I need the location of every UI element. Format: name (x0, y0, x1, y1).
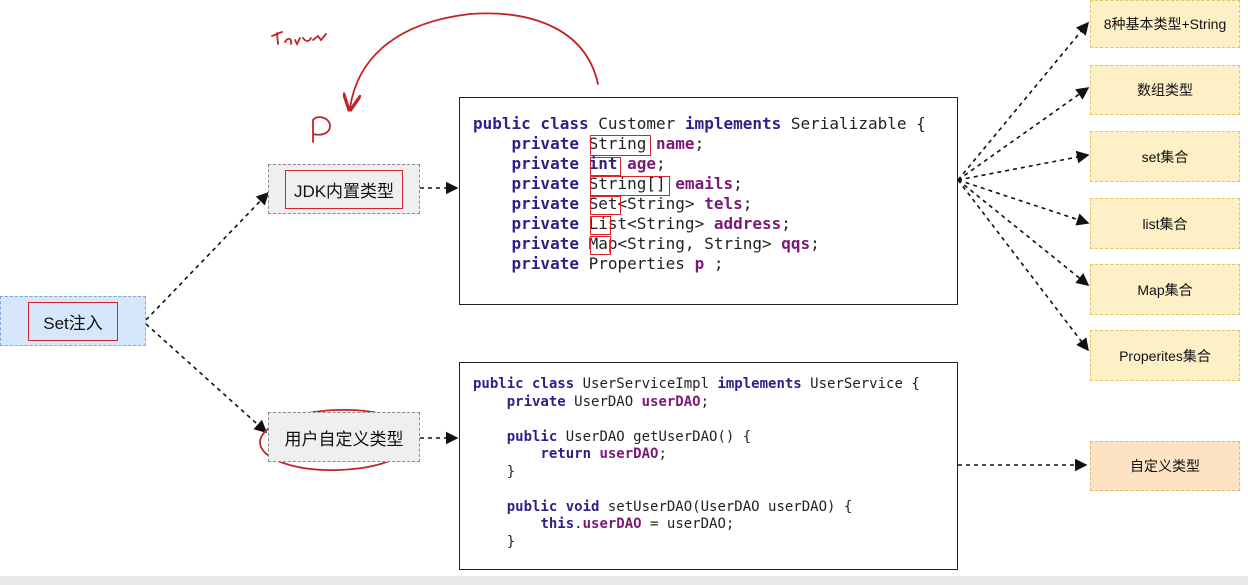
arrow-to-type-2 (957, 87, 1090, 181)
highlight-int-box (590, 157, 621, 176)
jdk-builtin-type-label: JDK内置类型 (284, 169, 404, 209)
user-custom-type-node: 用户自定义类型 (268, 412, 420, 462)
customer-class-header: public class Customer implements Seriali… (473, 114, 926, 133)
service-field-line: private UserDAO userDAO; (506, 393, 710, 410)
type-label: set集合 (1141, 148, 1189, 165)
set-injection-label: Set注入 (28, 301, 118, 341)
blank-line (473, 481, 957, 499)
type-label: 8种基本类型+String (1103, 16, 1227, 32)
type-properties: Properites集合 (1090, 330, 1240, 381)
highlight-string-box (590, 135, 651, 156)
arrow-to-type-4 (957, 179, 1090, 226)
handwritten-scribble (271, 31, 327, 47)
setter-close: } (506, 533, 516, 550)
arrow-root-to-custom (145, 323, 268, 434)
type-label: 数组类型 (1137, 82, 1193, 98)
set-injection-node: Set注入 (0, 296, 146, 346)
field-line: private String[] emails; (511, 174, 743, 193)
service-class-header: public class UserServiceImpl implements … (473, 376, 920, 392)
setter-signature: public void setUserDAO(UserDAO userDAO) … (506, 498, 853, 515)
setter-body: this.userDAO = userDAO; (540, 516, 735, 532)
customer-class-code: public class Customer implements Seriali… (459, 97, 958, 305)
user-custom-type-label: 用户自定义类型 (284, 429, 404, 449)
field-line: private String name; (511, 134, 705, 153)
type-custom: 自定义类型 (1090, 441, 1240, 491)
field-line: private Set<String> tels; (511, 194, 753, 213)
type-basic-string: 8种基本类型+String (1090, 0, 1240, 48)
type-list: list集合 (1090, 198, 1240, 249)
jdk-builtin-type-node: JDK内置类型 (268, 164, 420, 214)
type-label: Properites集合 (1119, 347, 1211, 364)
user-service-impl-code: public class UserServiceImpl implements … (459, 362, 958, 570)
highlight-list-box (590, 216, 611, 235)
getter-close: } (506, 463, 516, 480)
arrow-to-type-3 (957, 150, 1090, 181)
highlight-set-box (590, 196, 621, 215)
arrow-root-to-jdk (145, 191, 270, 321)
field-line: private Map<String, String> qqs; (511, 234, 820, 253)
type-label: Map集合 (1137, 281, 1193, 298)
getter-body: return userDAO; (540, 446, 667, 462)
type-label: 自定义类型 (1130, 458, 1200, 474)
blank-line (473, 411, 957, 429)
type-array: 数组类型 (1090, 65, 1240, 115)
highlight-array-box (590, 176, 670, 196)
arrow-to-type-1 (957, 21, 1090, 181)
type-map: Map集合 (1090, 264, 1240, 315)
field-line: private List<String> address; (511, 214, 791, 233)
field-line: private int age; (511, 154, 666, 173)
getter-signature: public UserDAO getUserDAO() { (506, 428, 752, 445)
field-line: private Properties p ; (511, 254, 724, 273)
highlight-map-box (590, 236, 611, 255)
handwritten-p-mark (312, 116, 331, 143)
bottom-edge-strip (0, 576, 1248, 585)
arrow-to-type-6 (957, 179, 1089, 352)
curved-annotation-arrow (350, 12, 599, 108)
type-set: set集合 (1090, 131, 1240, 182)
arrow-to-type-5 (957, 179, 1090, 287)
type-label: list集合 (1142, 215, 1188, 232)
